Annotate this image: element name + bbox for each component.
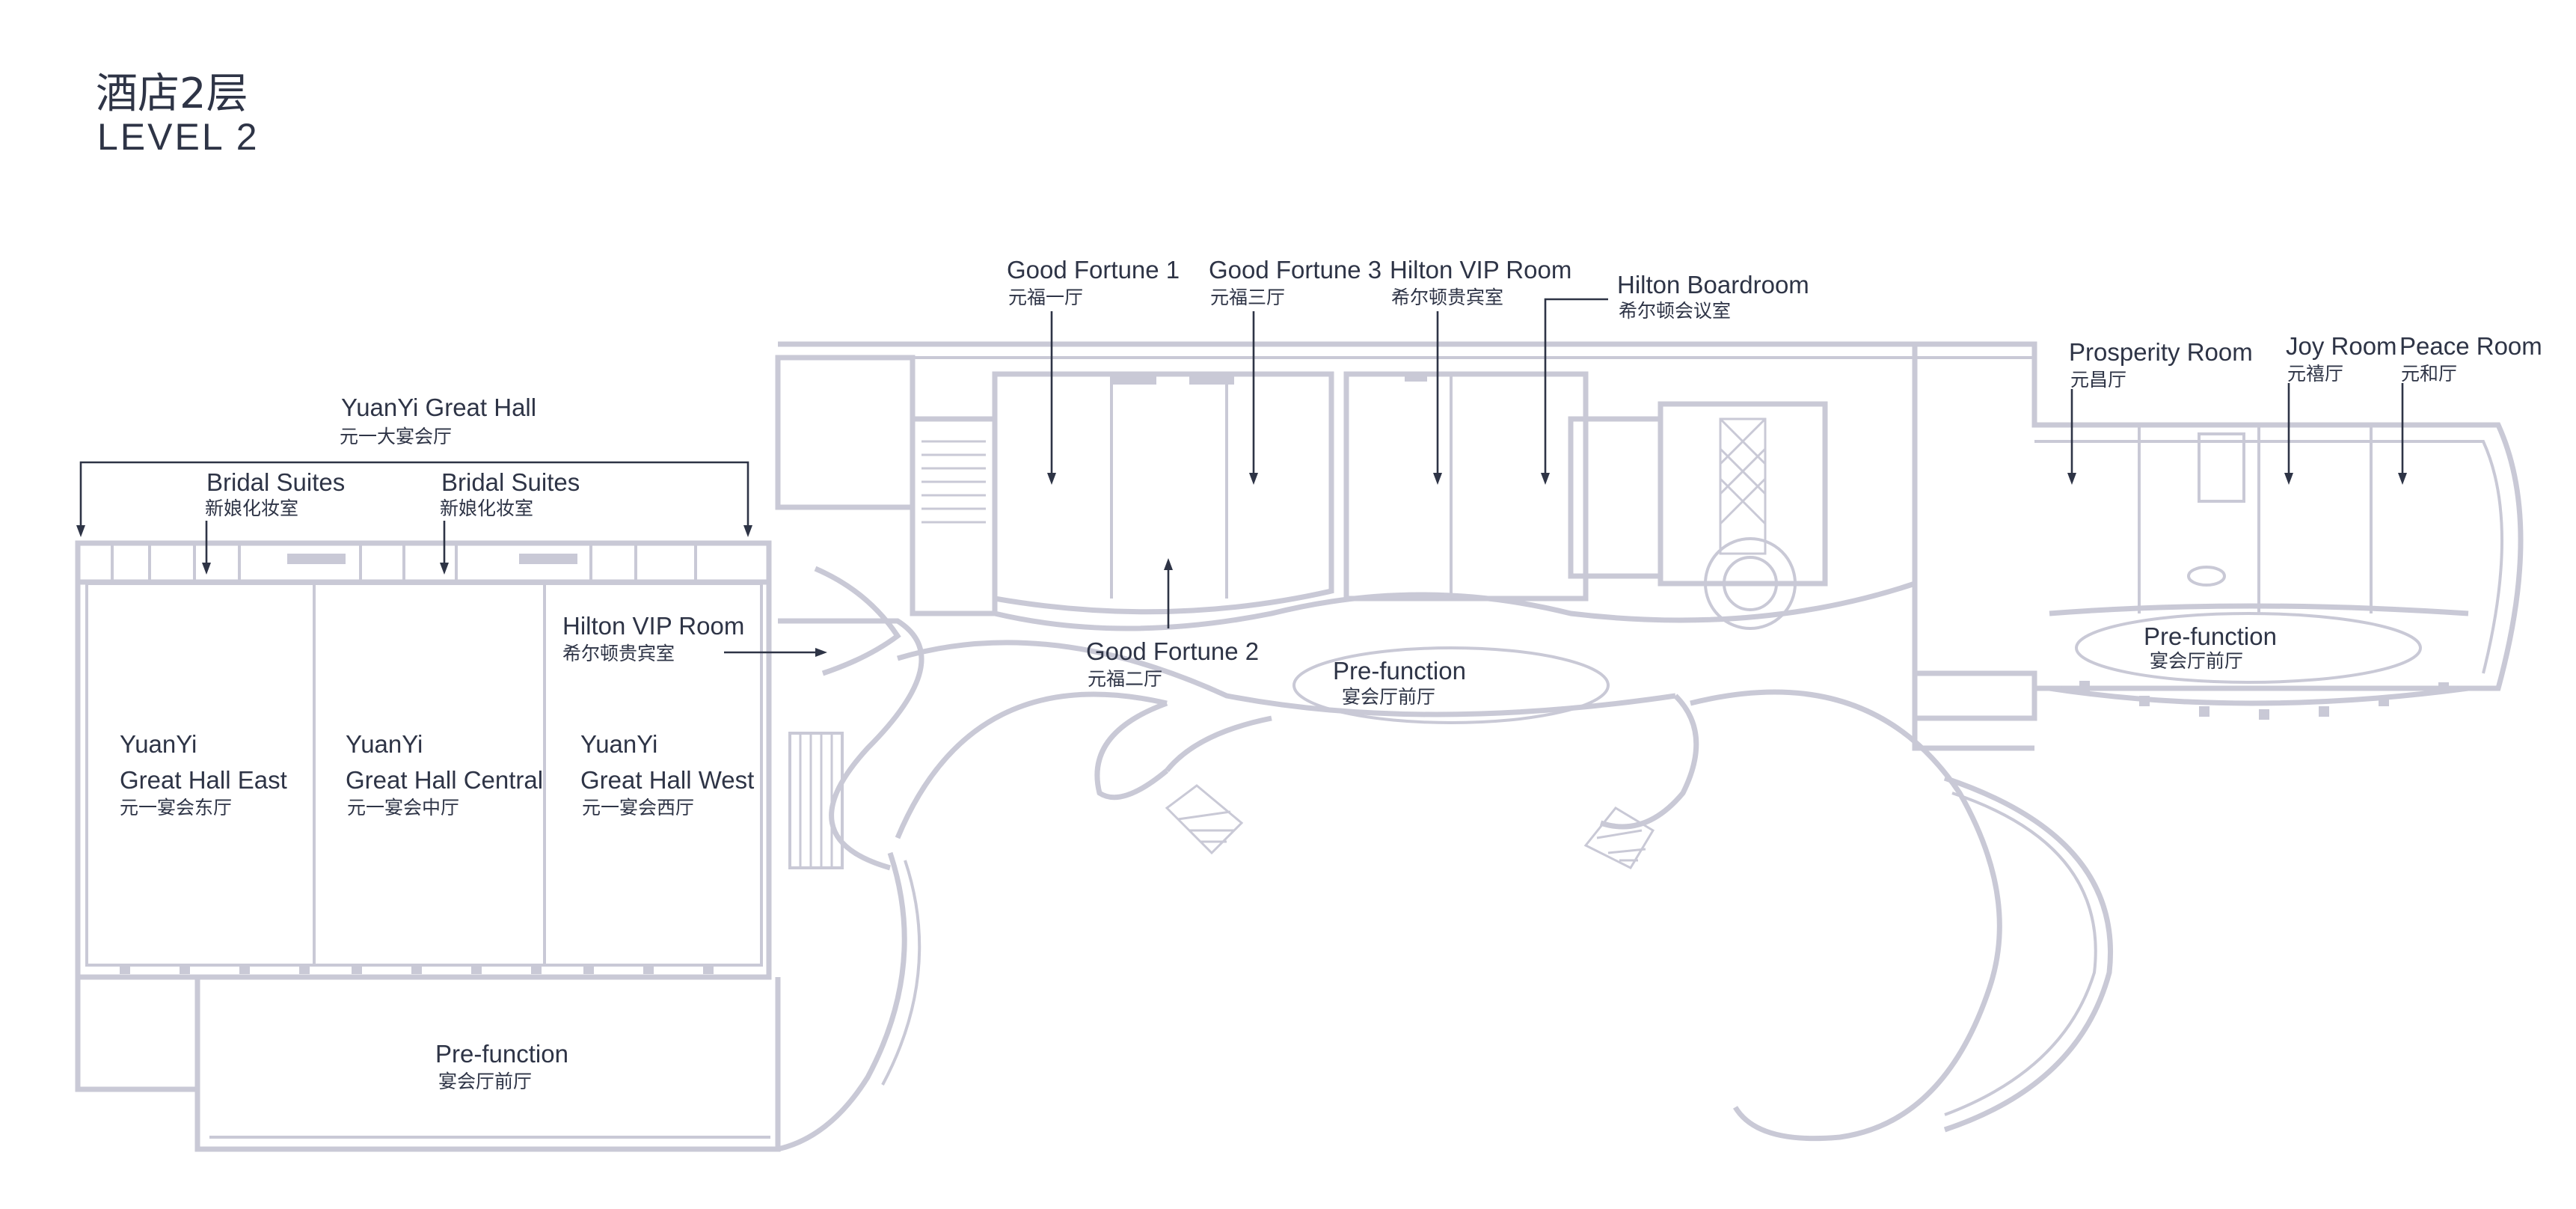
label-en: Prosperity Room (2069, 338, 2253, 366)
label-good-fortune-2: Good Fortune 2 元福二厅 (1086, 637, 1259, 690)
label-cn: 元禧厅 (2287, 363, 2343, 385)
label-cn: 宴会厅前厅 (2150, 650, 2243, 672)
label-en: YuanYi Great Hall (341, 394, 536, 421)
label-cn: 希尔顿贵宾室 (562, 643, 675, 664)
label-prosperity-room: Prosperity Room 元昌厅 (2069, 338, 2253, 391)
label-en: Good Fortune 1 (1007, 256, 1180, 284)
label-en: Bridal Suites (441, 468, 580, 496)
label-bridal-suites-2: Bridal Suites 新娘化妆室 (440, 468, 580, 519)
label-cn: 希尔顿贵宾室 (1391, 287, 1503, 308)
label-cn: 元一宴会东厅 (120, 797, 232, 818)
label-cn: 元昌厅 (2070, 369, 2126, 391)
label-cn: 元福二厅 (1088, 668, 1162, 690)
label-en-1: YuanYi (346, 730, 423, 758)
label-en: Hilton VIP Room (562, 612, 744, 640)
label-prefunction-bottom: Pre-function 宴会厅前厅 (435, 1040, 568, 1092)
label-cn: 元一宴会中厅 (347, 797, 459, 818)
label-cn: 元福三厅 (1210, 287, 1285, 308)
label-en-2: Great Hall Central (346, 766, 543, 794)
page-title-en: LEVEL 2 (97, 116, 260, 158)
label-en-1: YuanYi (120, 730, 197, 758)
label-en: Bridal Suites (206, 468, 345, 496)
label-cn: 希尔顿会议室 (1619, 300, 1731, 322)
label-en: Good Fortune 2 (1086, 637, 1259, 665)
label-en-1: YuanYi (580, 730, 657, 758)
label-great-hall-west: YuanYi Great Hall West 元一宴会西厅 (580, 730, 754, 818)
label-cn: 元一大宴会厅 (340, 426, 452, 447)
leader-lines (76, 298, 2407, 657)
label-good-fortune-3: Good Fortune 3 元福三厅 (1209, 256, 1381, 308)
label-cn: 新娘化妆室 (205, 498, 298, 519)
label-en: Peace Room (2399, 332, 2542, 360)
page-title-cn: 酒店2层 (96, 70, 248, 118)
label-en: Joy Room (2286, 332, 2397, 360)
label-en: Hilton Boardroom (1617, 271, 1809, 299)
label-great-hall-central: YuanYi Great Hall Central 元一宴会中厅 (346, 730, 543, 818)
label-prefunction-center: Pre-function 宴会厅前厅 (1333, 657, 1466, 708)
label-hilton-vip-top: Hilton VIP Room 希尔顿贵宾室 (1390, 256, 1571, 308)
label-cn: 元福一厅 (1008, 287, 1083, 308)
label-hilton-boardroom: Hilton Boardroom 希尔顿会议室 (1617, 271, 1809, 322)
label-en-2: Great Hall West (580, 766, 754, 794)
walls-great-hall (75, 540, 781, 1152)
label-cn: 元和厅 (2401, 363, 2457, 385)
label-en: Pre-function (2144, 622, 2277, 650)
label-good-fortune-1: Good Fortune 1 元福一厅 (1007, 256, 1180, 308)
label-hilton-vip-left: Hilton VIP Room 希尔顿贵宾室 (562, 612, 744, 664)
label-cn: 新娘化妆室 (440, 498, 533, 519)
label-yuanyi-great-hall: YuanYi Great Hall 元一大宴会厅 (340, 394, 536, 447)
label-en: Hilton VIP Room (1390, 256, 1571, 284)
label-en: Pre-function (1333, 657, 1466, 685)
label-great-hall-east: YuanYi Great Hall East 元一宴会东厅 (120, 730, 287, 818)
label-en: Pre-function (435, 1040, 568, 1068)
walls-central (775, 341, 2498, 1152)
label-bridal-suites-1: Bridal Suites 新娘化妆室 (205, 468, 345, 519)
label-en: Good Fortune 3 (1209, 256, 1381, 284)
walls-east (1912, 422, 2524, 721)
label-joy-room: Joy Room 元禧厅 (2286, 332, 2397, 385)
label-prefunction-right: Pre-function 宴会厅前厅 (2144, 622, 2277, 672)
label-cn: 宴会厅前厅 (1342, 686, 1435, 708)
label-peace-room: Peace Room 元和厅 (2399, 332, 2542, 385)
label-en-2: Great Hall East (120, 766, 287, 794)
label-cn: 宴会厅前厅 (438, 1071, 532, 1092)
label-cn: 元一宴会西厅 (582, 797, 694, 818)
